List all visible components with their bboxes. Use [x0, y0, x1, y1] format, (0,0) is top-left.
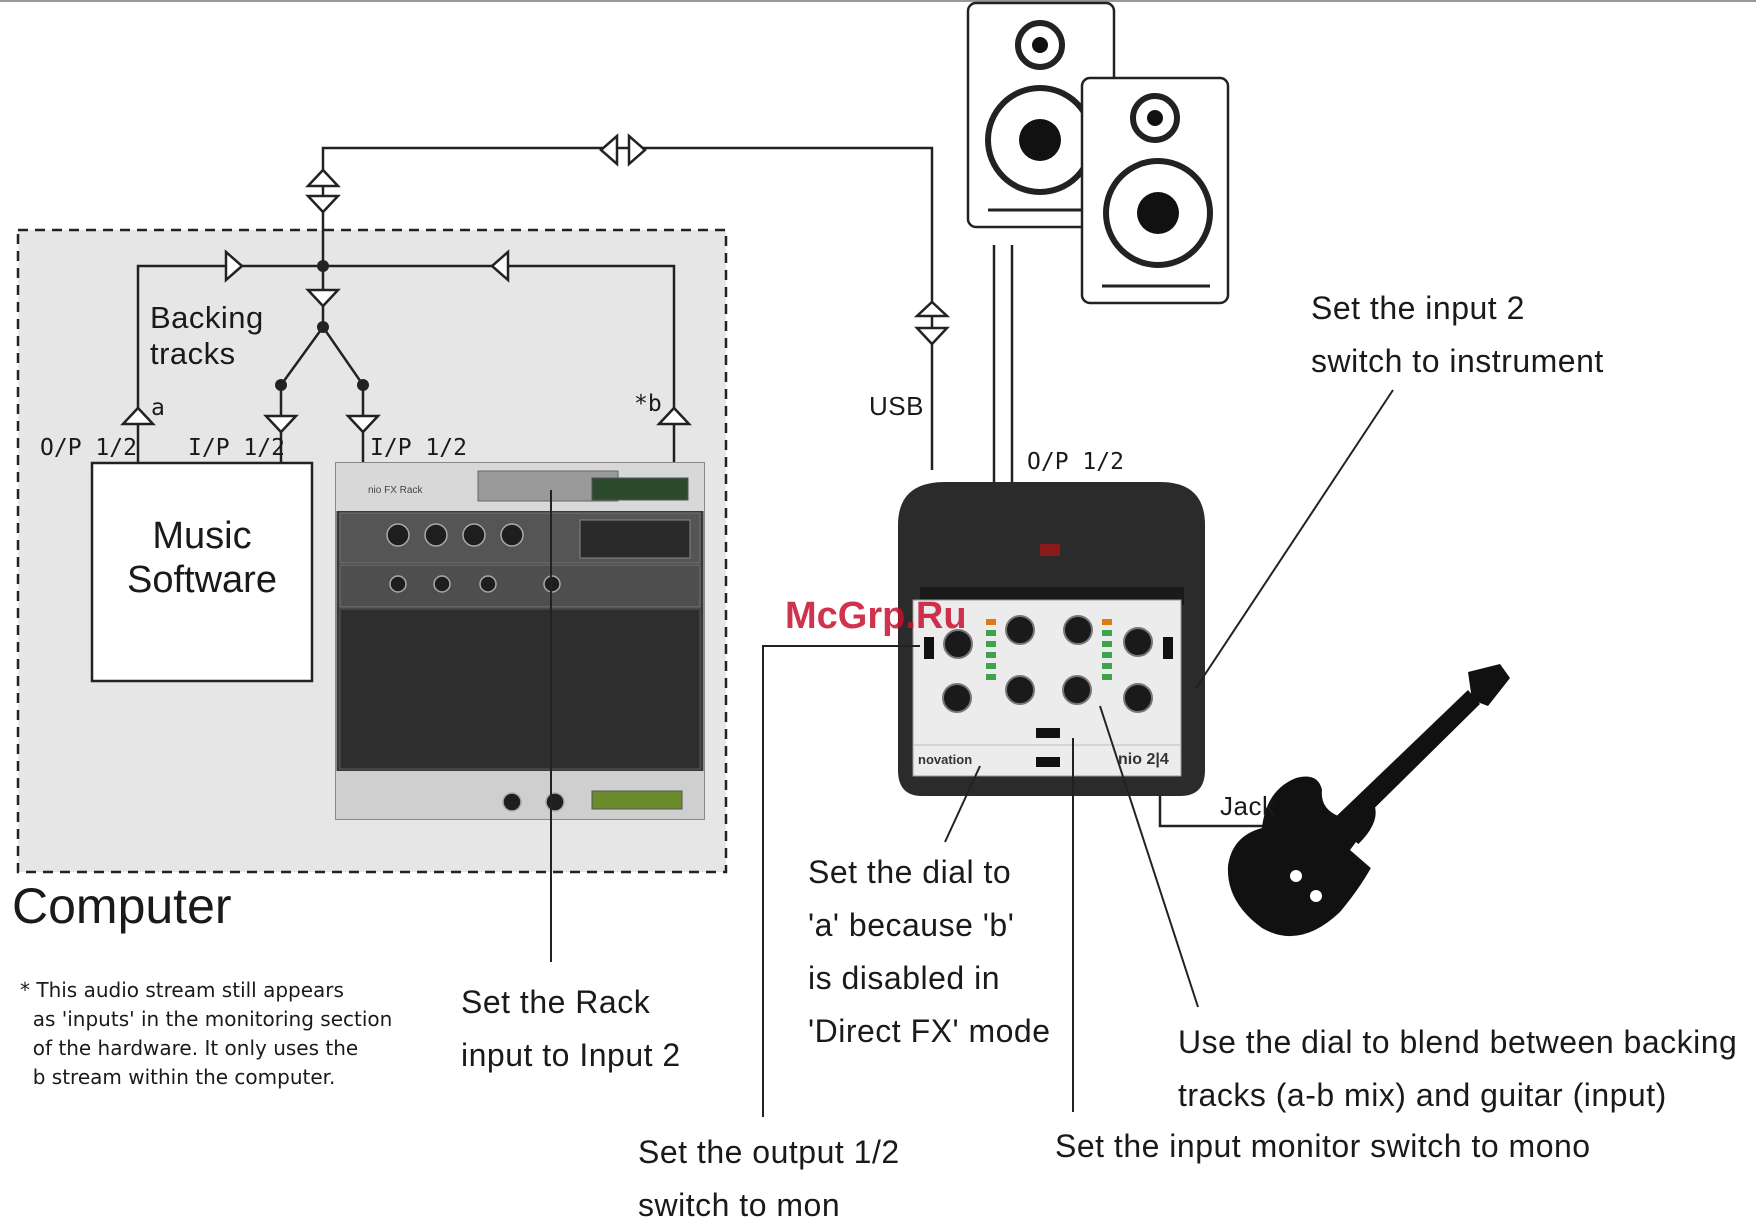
- arrow-up-icon: [120, 406, 156, 426]
- music-software-box: [90, 461, 314, 683]
- fx-rack-plugin-screenshot: [335, 462, 705, 820]
- dial-annotation-line-2: 'a' because 'b': [808, 907, 1015, 943]
- arrow-right-icon: [627, 133, 647, 167]
- device-model-suffix: 2|4: [1146, 751, 1169, 768]
- input2-switch-callout: [1195, 389, 1394, 689]
- blend-annotation: Use the dial to blend between backing tra…: [1178, 1016, 1737, 1122]
- output-annotation-line-1: Set the output 1/2: [638, 1134, 900, 1170]
- arrow-down-icon: [345, 414, 381, 434]
- device-model: nio 2|4: [1118, 750, 1169, 771]
- output-annotation-line-2: switch to mon: [638, 1187, 841, 1223]
- junction-dots: [275, 260, 369, 391]
- speaker-front: [1080, 76, 1230, 305]
- stream-b-label: *b: [634, 391, 662, 417]
- footnote: * This audio stream still appears as 'in…: [20, 976, 392, 1092]
- device-brand: novation: [918, 752, 973, 767]
- op12-device-label: O/P 1/2: [1027, 449, 1124, 475]
- input2-annotation-line-1: Set the input 2: [1311, 290, 1525, 326]
- dial-annotation-line-1: Set the dial to: [808, 854, 1012, 890]
- usb-label: USB: [869, 391, 924, 421]
- footnote-line-1: * This audio stream still appears: [20, 978, 344, 1002]
- music-software-line-2: Software: [127, 558, 277, 601]
- arrow-down-icon: [914, 326, 950, 346]
- rack-annotation-line-2: input to Input 2: [461, 1037, 681, 1073]
- op12-left-label: O/P 1/2: [40, 435, 137, 461]
- arrow-left-icon: [490, 249, 510, 283]
- dial-a-callout: [944, 765, 981, 843]
- rack-annotation-line-1: Set the Rack: [461, 984, 651, 1020]
- blend-annotation-line-2: tracks (a-b mix) and guitar (input): [1178, 1077, 1667, 1113]
- dial-annotation-line-3: is disabled in: [808, 960, 1000, 996]
- arrow-left-icon: [599, 133, 619, 167]
- electric-guitar-icon: [1227, 664, 1510, 937]
- arrow-down-icon: [305, 288, 341, 308]
- jack-label: Jack: [1220, 791, 1276, 821]
- input2-annotation: Set the input 2 switch to instrument: [1311, 282, 1604, 388]
- watermark: McGrp.Ru: [785, 595, 967, 637]
- arrow-right-icon: [224, 249, 244, 283]
- arrow-down-icon: [305, 194, 341, 214]
- blend-dial-callout: [1099, 705, 1199, 1008]
- blend-annotation-line-1: Use the dial to blend between backing: [1178, 1024, 1738, 1060]
- output-switch-callout: [762, 645, 920, 1117]
- ip12-rack-label: I/P 1/2: [370, 435, 467, 461]
- rack-annotation: Set the Rack input to Input 2: [461, 976, 681, 1082]
- callout-lines: [762, 389, 1394, 1117]
- backing-tracks-line-1: Backing: [150, 300, 264, 335]
- backing-tracks-line-2: tracks: [150, 336, 236, 371]
- input2-annotation-line-2: switch to instrument: [1311, 343, 1604, 379]
- signal-arrows: [120, 133, 951, 434]
- dial-annotation: Set the dial to 'a' because 'b' is disable…: [808, 846, 1051, 1058]
- arrow-down-icon: [263, 414, 299, 434]
- dial-annotation-line-4: 'Direct FX' mode: [808, 1013, 1051, 1049]
- speaker-back: [966, 1, 1116, 229]
- arrow-up-icon: [913, 300, 951, 318]
- footnote-line-3: of the hardware. It only uses the: [32, 1036, 359, 1060]
- plugin-title: nio FX Rack: [368, 485, 423, 496]
- monitor-annotation: Set the input monitor switch to mono: [1055, 1128, 1591, 1164]
- arrow-up-icon: [656, 406, 692, 426]
- device-model-name: nio: [1118, 751, 1142, 768]
- footnote-line-4: b stream within the computer.: [32, 1065, 336, 1089]
- footnote-line-2: as 'inputs' in the monitoring section: [32, 1007, 393, 1031]
- stream-a-label: a: [151, 395, 165, 421]
- ip12-music-label: I/P 1/2: [188, 435, 285, 461]
- arrow-up-icon: [305, 168, 341, 188]
- output-annotation: Set the output 1/2 switch to mon: [638, 1126, 900, 1232]
- music-software-line-1: Music: [152, 515, 252, 557]
- nio-audio-interface: [898, 482, 1205, 796]
- computer-title: Computer: [12, 878, 232, 934]
